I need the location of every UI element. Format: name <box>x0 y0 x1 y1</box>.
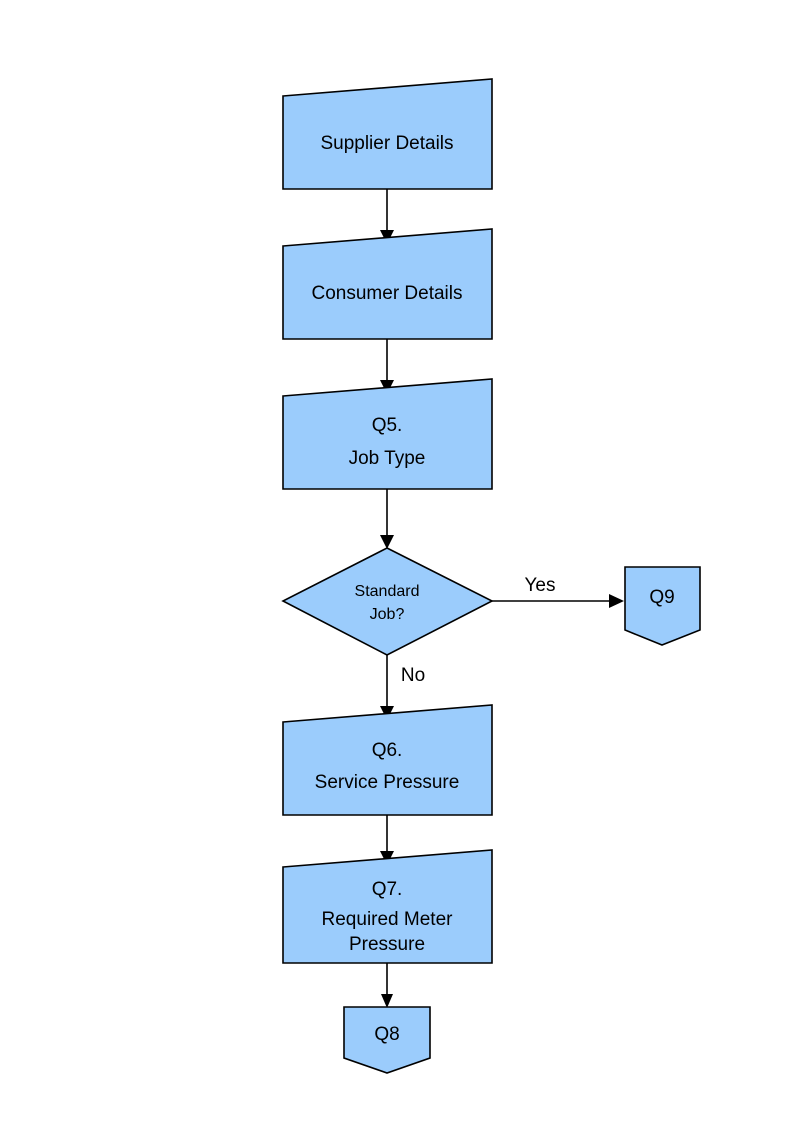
node-label-line-2: Job Type <box>349 448 426 469</box>
node-q8[interactable]: Q8 <box>343 1006 431 1074</box>
node-label: Q9 <box>649 587 674 608</box>
edge-supplier-to-consumer <box>380 189 394 244</box>
node-standard-job-decision[interactable]: Standard Job? <box>281 547 494 656</box>
node-label: Supplier Details <box>320 133 453 154</box>
edge-decision-yes-to-q9 <box>492 594 624 608</box>
node-supplier-details[interactable]: Supplier Details <box>282 78 493 190</box>
node-q6-service-pressure[interactable]: Q6. Service Pressure <box>282 704 493 816</box>
arrowhead-icon <box>609 594 624 608</box>
manual-input-shape[interactable] <box>282 704 493 816</box>
node-label-line-1: Q6. <box>372 740 403 761</box>
node-label-line-1: Q5. <box>372 415 403 436</box>
decision-diamond-shape[interactable] <box>281 547 494 656</box>
edge-label-yes: Yes <box>525 575 556 596</box>
node-label-line-2: Job? <box>370 606 405 623</box>
notched-terminal-shape[interactable] <box>343 1006 431 1074</box>
node-q9[interactable]: Q9 <box>624 566 701 646</box>
manual-input-shape[interactable] <box>282 78 493 190</box>
node-label: Q8 <box>374 1024 399 1045</box>
node-label-line-1: Q7. <box>372 879 403 900</box>
edge-consumer-to-q5 <box>380 339 394 394</box>
node-consumer-details[interactable]: Consumer Details <box>282 228 493 340</box>
node-label-line-2: Required Meter <box>322 909 454 930</box>
manual-input-shape[interactable] <box>282 228 493 340</box>
edge-q5-to-decision <box>380 489 394 549</box>
node-q7-required-meter-pressure[interactable]: Q7. Required Meter Pressure <box>282 849 493 964</box>
node-label-line-2: Service Pressure <box>315 772 460 793</box>
edge-label-no: No <box>401 665 425 686</box>
node-label: Consumer Details <box>312 283 463 304</box>
node-q5-job-type[interactable]: Q5. Job Type <box>282 378 493 490</box>
node-label-line-3: Pressure <box>349 934 425 955</box>
manual-input-shape[interactable] <box>282 849 493 964</box>
node-label-line-1: Standard <box>355 583 420 600</box>
edge-decision-no-to-q6 <box>380 655 394 720</box>
arrowhead-icon <box>381 994 393 1008</box>
arrowhead-icon <box>380 535 394 549</box>
manual-input-shape[interactable] <box>282 378 493 490</box>
notched-terminal-shape[interactable] <box>624 566 701 646</box>
edge-q7-to-q8 <box>381 963 393 1008</box>
